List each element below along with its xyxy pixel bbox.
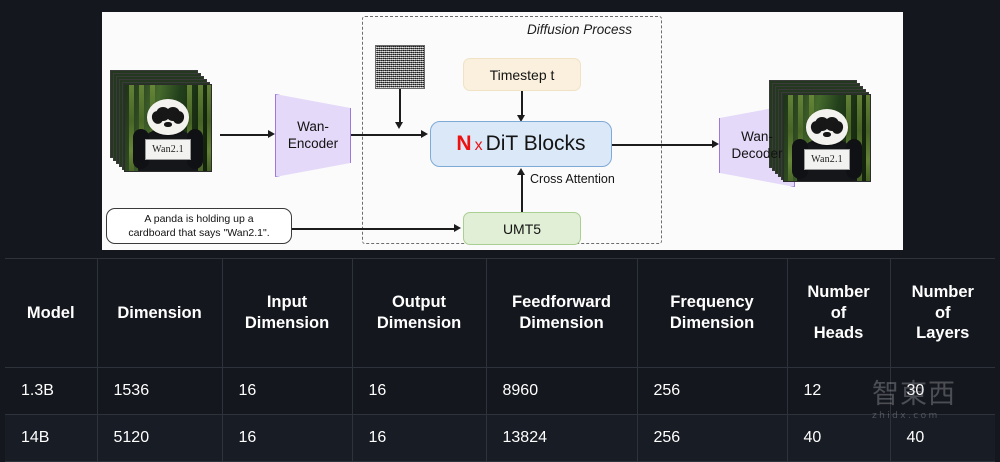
arrowhead-dit-to-decoder: [712, 140, 719, 148]
wan-encoder-label-line2: Encoder: [287, 135, 339, 151]
cell-dimension: 1536: [96, 367, 223, 415]
wan-encoder-label-line1: Wan-: [297, 119, 329, 135]
model-spec-table: Model Dimension Input Dimension Output D…: [5, 258, 995, 462]
arrowhead-prompt-to-umt5: [454, 224, 461, 232]
cell-feedforward-dimension: 8960: [485, 367, 638, 415]
output-sign-text: Wan2.1: [804, 149, 850, 170]
umt5-box: UMT5: [463, 212, 581, 245]
dit-repeat-count: N: [456, 132, 472, 155]
edge-umt5-to-dit: [521, 175, 523, 213]
arrowhead-encoder-to-dit: [421, 130, 428, 138]
column-header-output-dimension: Output Dimension: [351, 258, 487, 368]
prompt-line-2: cardboard that says "Wan2.1".: [128, 227, 270, 239]
timestep-label: Timestep t: [489, 66, 555, 83]
edge-encoder-to-dit: [351, 134, 421, 136]
column-header-feedforward-dimension: Feedforward Dimension: [485, 258, 638, 368]
edge-timestep-to-dit: [521, 91, 523, 117]
cell-frequency-dimension: 256: [636, 414, 788, 462]
cross-attention-label: Cross Attention: [530, 172, 615, 186]
wan-decoder-label-line2: Decoder: [731, 145, 783, 161]
input-video-stack: Wan2.1: [110, 70, 214, 174]
edge-dit-to-decoder: [612, 144, 712, 146]
column-header-number-of-heads: Number of Heads: [786, 258, 891, 368]
cell-output-dimension: 16: [351, 367, 487, 415]
wan-encoder-block: Wan- Encoder: [275, 94, 351, 177]
dit-blocks-label: DiT Blocks: [485, 132, 586, 155]
prompt-line-1: A panda is holding up a: [144, 212, 254, 225]
architecture-diagram-panel: Diffusion Process Wan2.1: [102, 12, 903, 250]
diffusion-process-label: Diffusion Process: [527, 22, 633, 37]
input-sign-text: Wan2.1: [145, 139, 191, 160]
panda-head: [147, 99, 189, 135]
cell-model: 14B: [5, 414, 98, 462]
table-header-row: Model Dimension Input Dimension Output D…: [5, 258, 995, 368]
column-header-input-dimension: Input Dimension: [221, 258, 353, 368]
edge-noise-to-latent: [399, 89, 401, 123]
column-header-dimension: Dimension: [96, 258, 223, 368]
cell-feedforward-dimension: 13824: [485, 414, 638, 462]
cell-output-dimension: 16: [351, 414, 487, 462]
umt5-label: UMT5: [502, 220, 542, 237]
column-header-model: Model: [5, 258, 98, 368]
cell-input-dimension: 16: [221, 367, 353, 415]
cell-model: 1.3B: [5, 367, 98, 415]
input-video-frame: Wan2.1: [124, 84, 212, 172]
edge-video-to-encoder: [220, 134, 268, 136]
cell-number-of-layers: 40: [889, 414, 995, 462]
column-header-frequency-dimension: Frequency Dimension: [636, 258, 788, 368]
output-video-stack: Wan2.1: [769, 80, 873, 184]
arrowhead-timestep-down: [517, 115, 525, 122]
table-row: 1.3B 1536 16 16 8960 256 12 30: [5, 367, 995, 415]
output-video-frame: Wan2.1: [783, 94, 871, 182]
dit-multiply-symbol: x: [474, 137, 483, 154]
cell-number-of-heads: 12: [786, 367, 891, 415]
noise-patch-icon: [375, 45, 425, 89]
prompt-text-box: A panda is holding up a cardboard that s…: [106, 208, 292, 244]
wan-decoder-label-line1: Wan-: [741, 129, 773, 145]
timestep-box: Timestep t: [463, 58, 581, 91]
cell-frequency-dimension: 256: [636, 367, 788, 415]
arrowhead-cross-attention-up: [517, 168, 525, 175]
cell-number-of-layers: 30: [889, 367, 995, 415]
table-row: 14B 5120 16 16 13824 256 40 40: [5, 414, 995, 462]
cell-dimension: 5120: [96, 414, 223, 462]
cell-input-dimension: 16: [221, 414, 353, 462]
arrowhead-noise-down: [395, 122, 403, 129]
edge-prompt-to-umt5: [292, 228, 454, 230]
cell-number-of-heads: 40: [786, 414, 891, 462]
column-header-number-of-layers: Number of Layers: [889, 258, 995, 368]
arrowhead-video-to-encoder: [268, 130, 275, 138]
